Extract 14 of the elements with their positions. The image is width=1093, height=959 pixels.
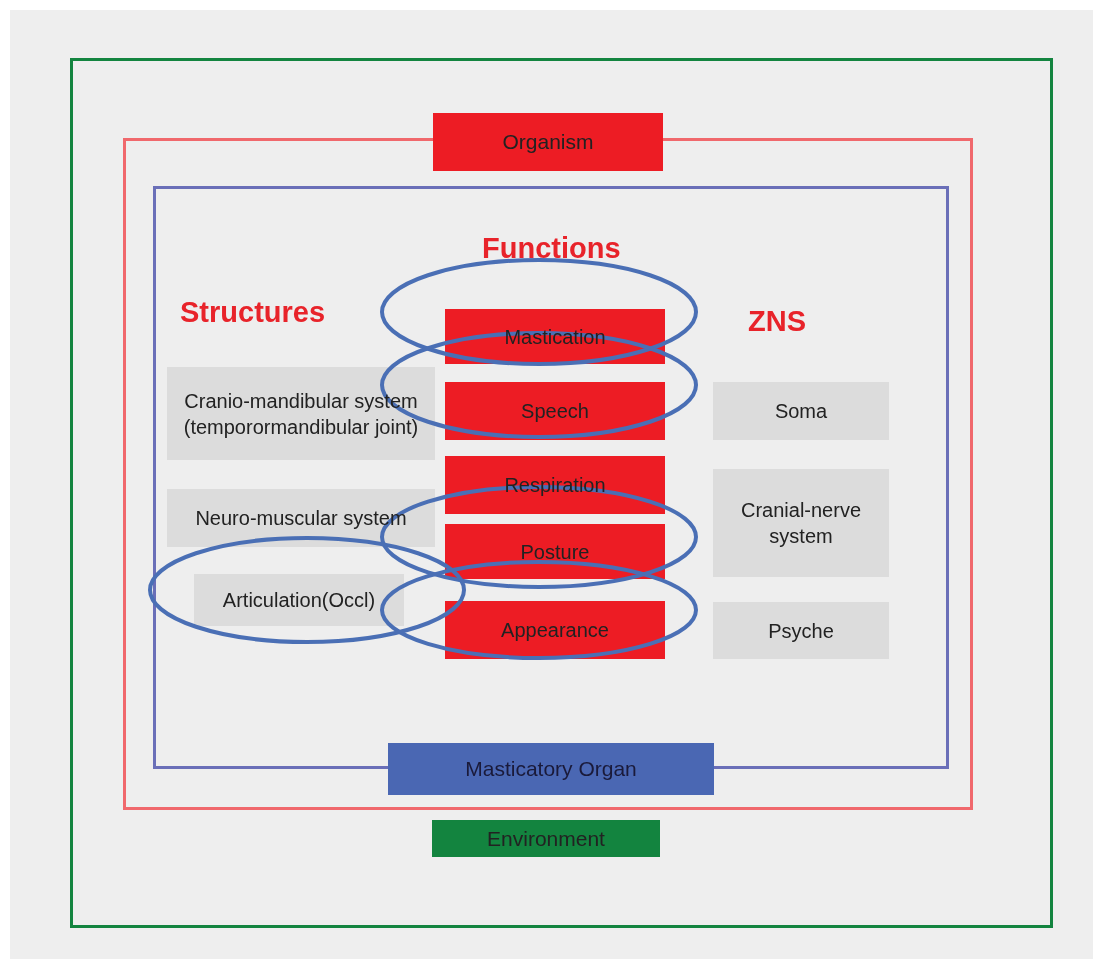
environment-frame bbox=[70, 58, 1053, 928]
column-heading: Functions bbox=[482, 232, 621, 265]
column-heading: ZNS bbox=[748, 305, 806, 338]
frame-label: Environment bbox=[432, 820, 660, 857]
function-box: Speech bbox=[445, 382, 665, 440]
function-box: Appearance bbox=[445, 601, 665, 659]
column-heading: Structures bbox=[180, 296, 326, 329]
function-box: Posture bbox=[445, 524, 665, 579]
frame-label: Masticatory Organ bbox=[388, 743, 714, 795]
structure-box: Articulation(Occl) bbox=[194, 574, 404, 626]
zns-box: Cranial-nerve system bbox=[713, 469, 889, 577]
frame-label: Organism bbox=[433, 113, 663, 171]
zns-box: Soma bbox=[713, 382, 889, 440]
zns-box: Psyche bbox=[713, 602, 889, 659]
